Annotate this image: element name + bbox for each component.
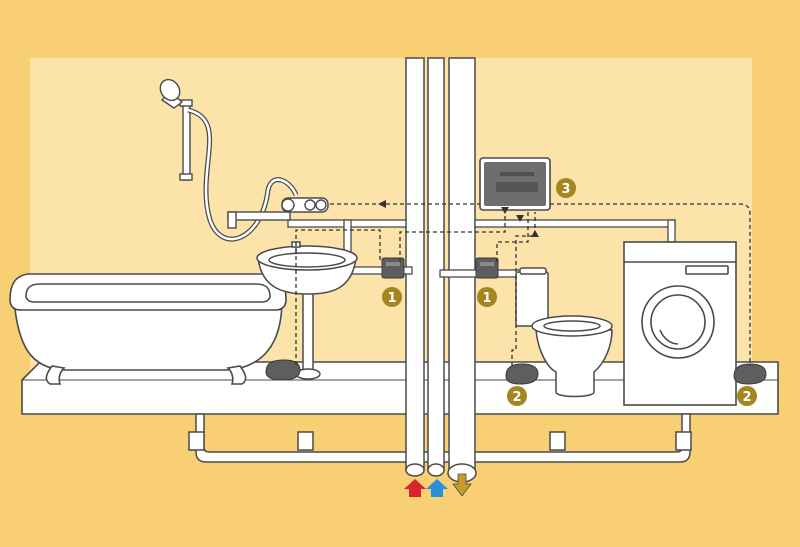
callout-label: 1 <box>482 291 491 306</box>
bath-mixer <box>227 197 329 229</box>
callout-badge: 2 <box>737 386 757 406</box>
valve <box>475 257 499 279</box>
toilet-cistern <box>515 271 549 327</box>
mixer-knob-icon <box>304 199 316 211</box>
callout-badge: 1 <box>382 287 402 307</box>
bathtub-foot <box>45 365 66 385</box>
toilet-flush-button <box>519 267 547 275</box>
valve <box>381 257 405 279</box>
callout-badge: 3 <box>556 178 576 198</box>
toilet-bowl <box>535 329 613 398</box>
bathtub-foot <box>226 365 247 385</box>
shower-head-face <box>159 78 181 102</box>
leak-sensor <box>265 359 301 381</box>
washing-machine <box>623 241 737 406</box>
toilet <box>515 267 613 398</box>
controller-display <box>500 172 534 176</box>
washing-machine-panel <box>685 265 729 275</box>
washbasin <box>256 241 358 380</box>
controller-box <box>479 157 551 211</box>
shower <box>159 78 299 242</box>
mixer-knob-icon <box>281 198 295 212</box>
hot-water-arrow-up-icon <box>404 479 426 497</box>
drain-arrow-down-icon <box>452 473 472 497</box>
bathtub-body <box>13 299 283 371</box>
hot-water-riser <box>405 57 425 471</box>
mixer-knob-icon <box>315 199 327 211</box>
leak-sensor <box>505 363 539 385</box>
signal-direction-arrow-icon <box>378 200 386 208</box>
callout-badge: 2 <box>507 386 527 406</box>
callout-label: 2 <box>742 390 751 405</box>
water-risers <box>405 57 477 483</box>
callout-label: 3 <box>561 182 570 197</box>
callout-label: 1 <box>387 291 396 306</box>
callout-badge: 1 <box>477 287 497 307</box>
callout-label: 2 <box>512 390 521 405</box>
signal-direction-arrow-icon <box>501 207 509 214</box>
signal-direction-arrow-icon <box>531 230 539 237</box>
mixer-spout <box>227 211 291 221</box>
washbasin-pedestal <box>302 284 314 372</box>
cold-water-arrow-up-icon <box>426 479 448 497</box>
drain-riser <box>448 57 476 471</box>
cold-water-riser <box>427 57 445 471</box>
bathtub <box>9 273 287 385</box>
leak-sensor <box>733 363 767 385</box>
signal-direction-arrow-icon <box>516 215 524 222</box>
shower-rail <box>182 101 191 181</box>
